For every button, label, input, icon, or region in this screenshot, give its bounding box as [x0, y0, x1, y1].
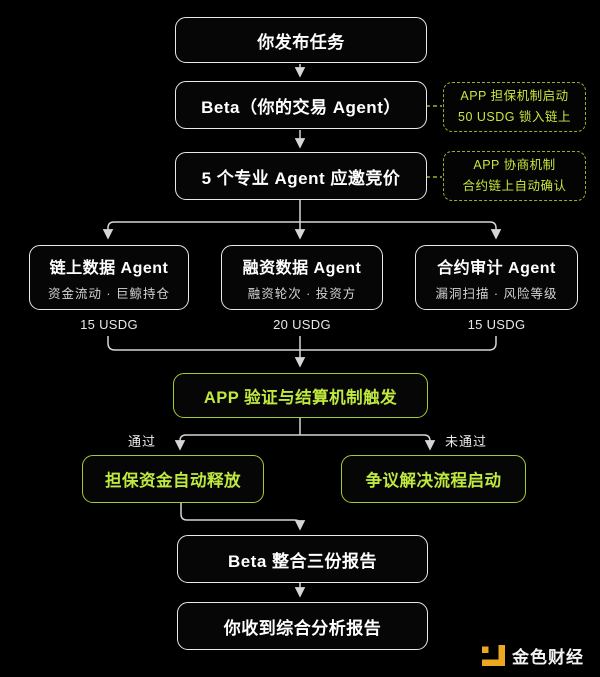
note-escrow: APP 担保机制启动 50 USDG 锁入链上: [443, 82, 586, 132]
jinse-finance-icon: [482, 644, 505, 666]
branch-fail-label: 未通过: [444, 434, 487, 449]
settlement-trigger: APP 验证与结算机制触发: [173, 373, 428, 418]
step-merge-reports: Beta 整合三份报告: [177, 535, 428, 583]
step-publish-task: 你发布任务: [175, 17, 427, 63]
agent-onchain-data-subtitle: 资金流动 · 巨鲸持仓: [47, 286, 171, 301]
agent-funding-data-subtitle: 融资轮次 · 投资方: [247, 286, 357, 301]
step-publish-task-label: 你发布任务: [257, 32, 345, 52]
outcome-dispute-process-label: 争议解决流程启动: [365, 472, 502, 490]
note-escrow-line1: APP 担保机制启动: [460, 89, 569, 104]
agent-contract-audit: 合约审计 Agent 漏洞扫描 · 风险等级: [415, 245, 578, 310]
step-beta-agent: Beta（你的交易 Agent）: [175, 81, 427, 129]
step-merge-reports-label: Beta 整合三份报告: [227, 551, 378, 571]
step-final-report-label: 你收到综合分析报告: [223, 618, 382, 638]
outcome-dispute-process: 争议解决流程启动: [341, 455, 526, 503]
step-bidding: 5 个专业 Agent 应邀竞价: [175, 152, 427, 200]
agent-onchain-price: 15 USDG: [80, 317, 138, 332]
brand-name: 金色财经: [512, 648, 584, 667]
agent-onchain-data: 链上数据 Agent 资金流动 · 巨鲸持仓: [29, 245, 189, 310]
outcome-release-funds: 担保资金自动释放: [82, 455, 264, 503]
branch-pass-label: 通过: [127, 434, 156, 449]
agent-funding-data-title: 融资数据 Agent: [242, 259, 362, 277]
step-beta-agent-label: Beta（你的交易 Agent）: [201, 97, 401, 117]
brand-footer: 金色财经: [482, 643, 584, 668]
agent-contract-audit-subtitle: 漏洞扫描 · 风险等级: [435, 286, 558, 301]
agent-funding-data: 融资数据 Agent 融资轮次 · 投资方: [221, 245, 383, 310]
agent-audit-price: 15 USDG: [467, 317, 526, 332]
note-escrow-line2: 50 USDG 锁入链上: [458, 110, 571, 124]
agent-contract-audit-title: 合约审计 Agent: [437, 259, 556, 277]
step-final-report: 你收到综合分析报告: [177, 602, 428, 650]
outcome-release-funds-label: 担保资金自动释放: [105, 472, 241, 490]
note-negotiation-line2: 合约链上自动确认: [462, 179, 567, 193]
agent-funding-price: 20 USDG: [273, 317, 331, 332]
note-negotiation-line1: APP 协商机制: [473, 158, 556, 173]
note-negotiation: APP 协商机制 合约链上自动确认: [443, 151, 586, 201]
settlement-trigger-label: APP 验证与结算机制触发: [203, 388, 398, 407]
step-bidding-label: 5 个专业 Agent 应邀竞价: [201, 168, 401, 188]
agent-onchain-data-title: 链上数据 Agent: [49, 259, 169, 277]
